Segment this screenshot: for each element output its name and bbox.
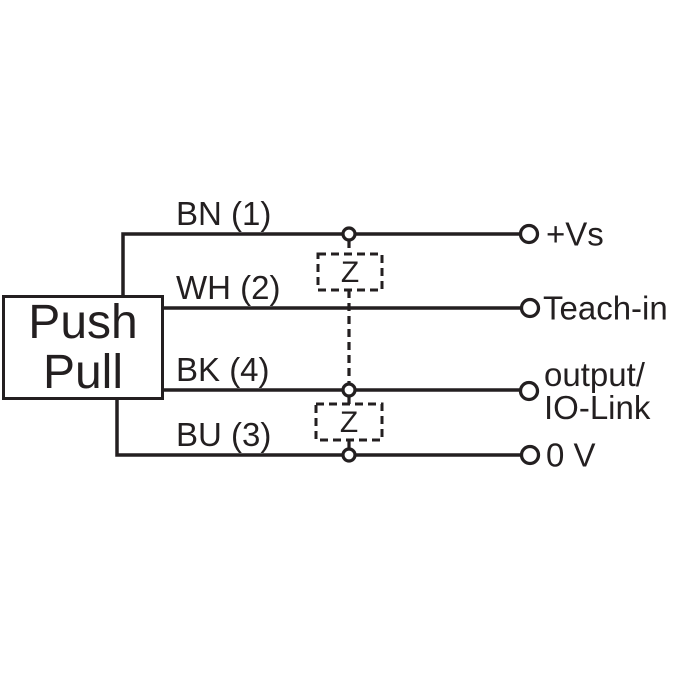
terminal-label-teach-in: Teach-in bbox=[543, 289, 668, 327]
wire-label-bu: BU (3) bbox=[176, 416, 272, 453]
push-pull-box: Push Pull bbox=[2, 295, 164, 400]
terminal-circle-output bbox=[518, 380, 540, 402]
terminal-label-vs: +Vs bbox=[546, 215, 604, 253]
junction-circle-bn bbox=[341, 226, 357, 242]
suppressor-box-1 bbox=[316, 252, 384, 292]
terminal-circle-vs bbox=[518, 223, 540, 245]
terminal-label-0v: 0 V bbox=[546, 436, 596, 474]
suppressor-label-2: Z bbox=[339, 406, 359, 439]
wire-label-bn: BN (1) bbox=[176, 195, 272, 232]
terminal-label-output-line2: IO-Link bbox=[544, 389, 651, 426]
wire-bu bbox=[115, 398, 521, 457]
terminal-circle-teach-in bbox=[519, 297, 541, 319]
terminal-circle-0v bbox=[519, 444, 541, 466]
terminal-label-output-iolink: output/ IO-Link bbox=[544, 358, 650, 424]
terminal-label-output-line1: output/ bbox=[544, 356, 645, 393]
suppressor-box-2 bbox=[314, 402, 384, 442]
wire-label-wh: WH (2) bbox=[176, 269, 281, 306]
wire-bn bbox=[121, 232, 521, 296]
wire-label-bk: BK (4) bbox=[176, 351, 270, 388]
push-pull-label-line1: Push bbox=[28, 295, 138, 349]
junction-circle-bk bbox=[341, 382, 357, 398]
junction-circle-bu bbox=[341, 447, 357, 463]
suppressor-label-1: Z bbox=[340, 256, 360, 289]
push-pull-label-line2: Pull bbox=[42, 345, 124, 399]
